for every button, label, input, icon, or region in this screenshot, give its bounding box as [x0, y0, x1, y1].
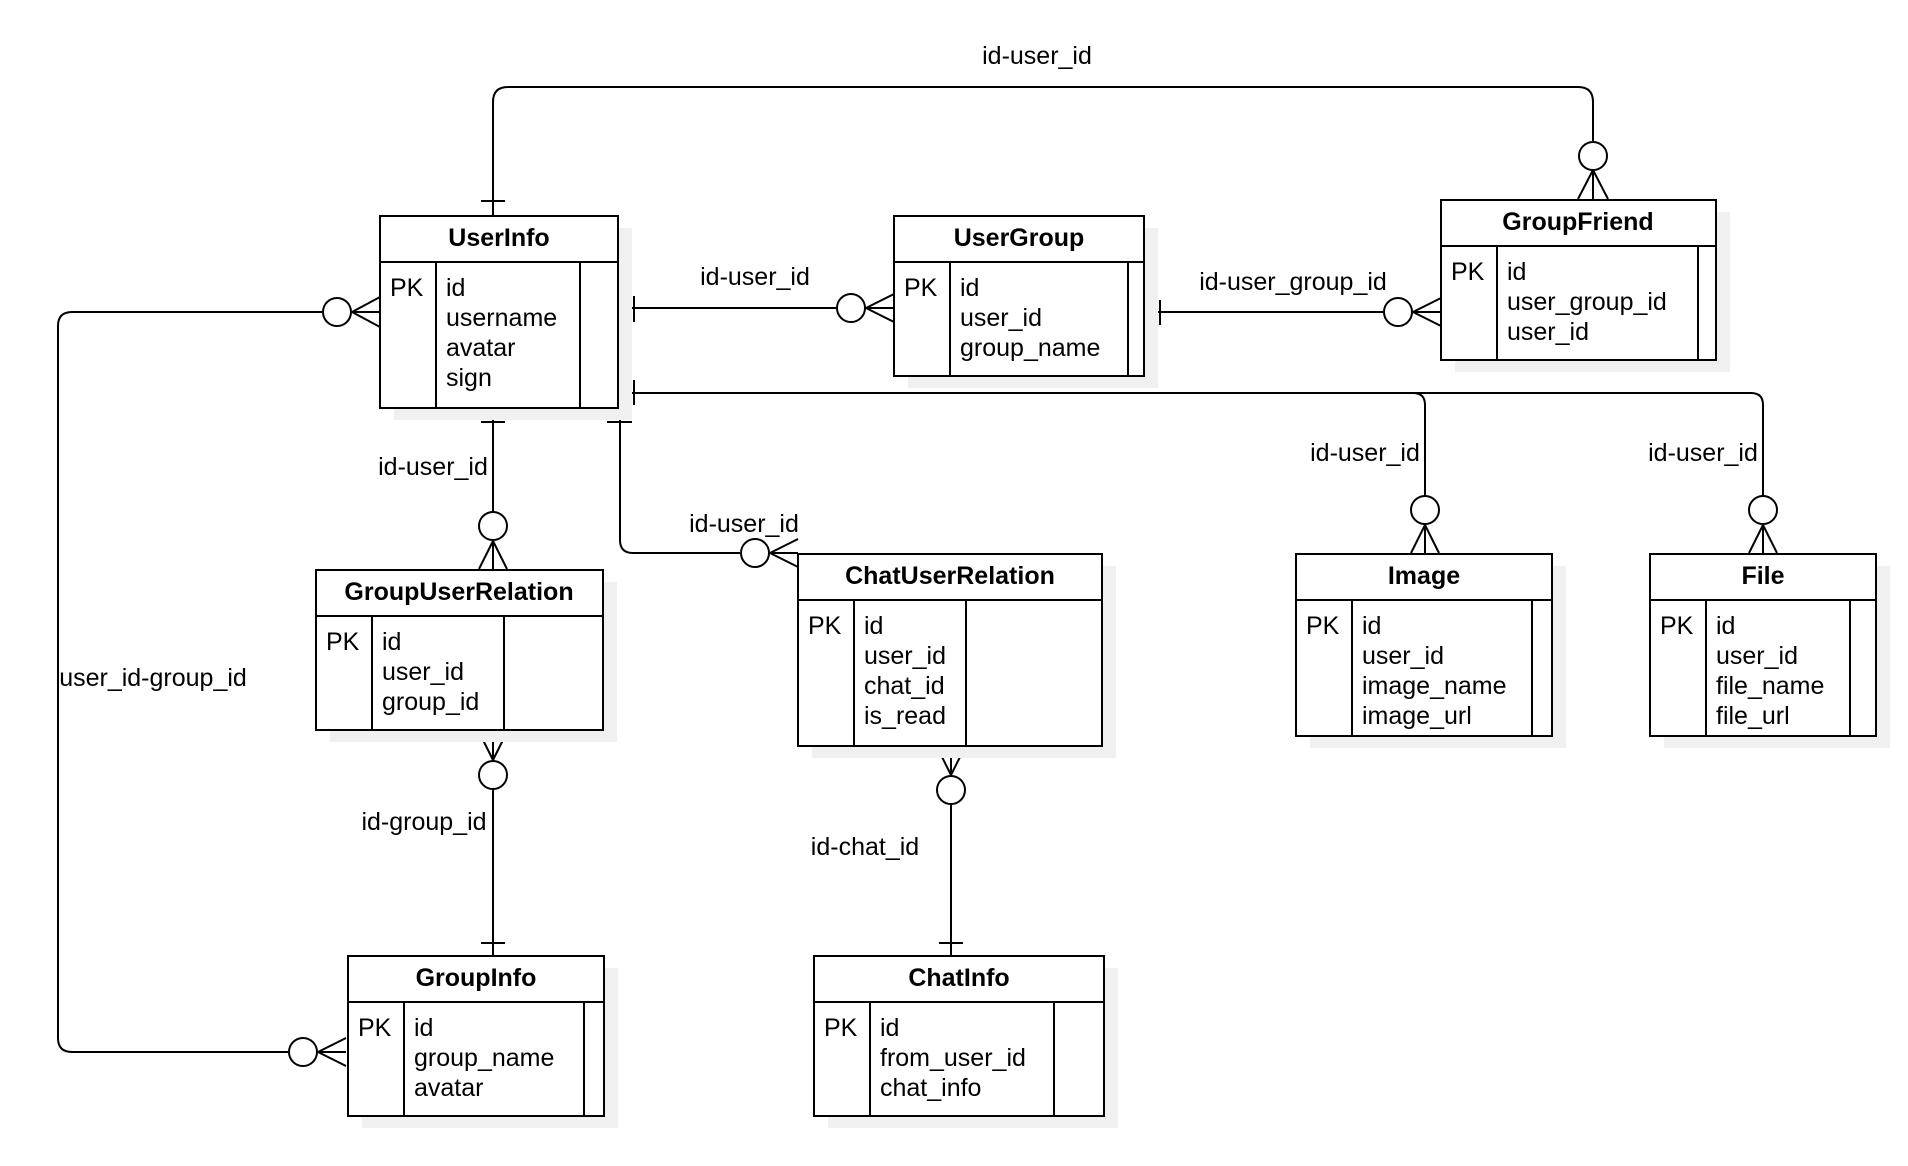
entity-title: Image — [1388, 562, 1460, 590]
relation-label: id-chat_id — [811, 833, 919, 861]
entity-field: id — [1507, 258, 1526, 286]
relation-line-userinfo-groupinfo — [57, 311, 322, 1053]
entity-field: user_id — [960, 304, 1042, 332]
entity-chatuserrelation: ChatUserRelation PK id user_id chat_id i… — [797, 553, 1116, 758]
entity-field: chat_info — [880, 1074, 981, 1102]
entity-pk: PK — [904, 274, 938, 302]
entity-field: group_name — [414, 1044, 554, 1072]
entity-groupuserrelation: GroupUserRelation PK id user_id group_id — [315, 569, 617, 742]
entity-field: id — [414, 1014, 433, 1042]
entity-chatinfo: ChatInfo PK id from_user_id chat_info — [813, 955, 1118, 1128]
entity-usergroup: UserGroup PK id user_id group_name — [893, 215, 1158, 388]
entity-pk: PK — [390, 274, 424, 302]
entity-image: Image PK id user_id image_name image_url — [1295, 553, 1566, 748]
entity-groupinfo: GroupInfo PK id group_name avatar — [347, 955, 618, 1128]
entity-title: File — [1741, 562, 1784, 590]
entity-userinfo: UserInfo PK id username avatar sign — [379, 215, 632, 420]
relation-label: id-user_id — [700, 263, 810, 291]
entity-field: user_id — [1362, 642, 1444, 670]
entity-title: ChatInfo — [908, 964, 1009, 992]
entity-field: user_id — [1716, 642, 1798, 670]
entity-field: id — [960, 274, 979, 302]
entity-pk: PK — [1451, 258, 1485, 286]
entity-field: username — [446, 304, 557, 332]
relation-line-userinfo-file — [1413, 392, 1764, 496]
relation-labels: id-user_id id-user_id id-user_group_id i… — [59, 42, 1758, 861]
relation-label: id-user_id — [982, 42, 1092, 70]
entity-field: user_group_id — [1507, 288, 1667, 316]
entity-field: chat_id — [864, 672, 945, 700]
entity-pk: PK — [824, 1014, 858, 1042]
relation-label: user_id-group_id — [59, 664, 247, 692]
entity-field: file_name — [1716, 672, 1824, 700]
relation-label: id-group_id — [361, 808, 486, 836]
entity-field: id — [1716, 612, 1735, 640]
entity-pk: PK — [326, 628, 360, 656]
entity-file: File PK id user_id file_name file_url — [1649, 553, 1890, 748]
one-markers — [481, 200, 1161, 944]
entity-field: group_id — [382, 688, 479, 716]
entity-pk: PK — [1660, 612, 1694, 640]
entity-title: UserInfo — [448, 224, 549, 252]
relation-label: id-user_id — [1310, 439, 1420, 467]
entity-title: UserGroup — [954, 224, 1085, 252]
entity-field: id — [1362, 612, 1381, 640]
entity-field: id — [880, 1014, 899, 1042]
entity-field: id — [864, 612, 883, 640]
entity-field: image_url — [1362, 702, 1472, 730]
relation-label: id-user_id — [1648, 439, 1758, 467]
entity-field: user_id — [1507, 318, 1589, 346]
entity-field: avatar — [414, 1074, 483, 1102]
entity-title: GroupUserRelation — [344, 578, 573, 606]
entity-title: GroupFriend — [1502, 208, 1653, 236]
relation-line-userinfo-chatuserrelation — [619, 410, 740, 554]
entity-pk: PK — [358, 1014, 392, 1042]
entity-field: sign — [446, 364, 492, 392]
relation-label: id-user_group_id — [1199, 268, 1387, 296]
entity-field: user_id — [864, 642, 946, 670]
zero-markers — [288, 141, 1778, 1067]
entity-pk: PK — [1306, 612, 1340, 640]
entity-field: id — [446, 274, 465, 302]
relation-line-userinfo-image — [620, 392, 1426, 496]
entity-field: group_name — [960, 334, 1100, 362]
entity-field: id — [382, 628, 401, 656]
entity-title: GroupInfo — [416, 964, 537, 992]
relation-label: id-user_id — [378, 453, 488, 481]
entity-pk: PK — [808, 612, 842, 640]
entity-groupfriend: GroupFriend PK id user_group_id user_id — [1440, 199, 1730, 372]
relation-label: id-user_id — [689, 510, 799, 538]
entity-field: image_name — [1362, 672, 1507, 700]
entity-title: ChatUserRelation — [845, 562, 1055, 590]
entity-field: is_read — [864, 702, 946, 730]
entity-field: avatar — [446, 334, 515, 362]
relation-lines — [57, 86, 1764, 1053]
entity-field: from_user_id — [880, 1044, 1026, 1072]
entity-field: user_id — [382, 658, 464, 686]
entity-field: file_url — [1716, 702, 1790, 730]
relation-line-userinfo-groupfriend — [492, 86, 1594, 216]
